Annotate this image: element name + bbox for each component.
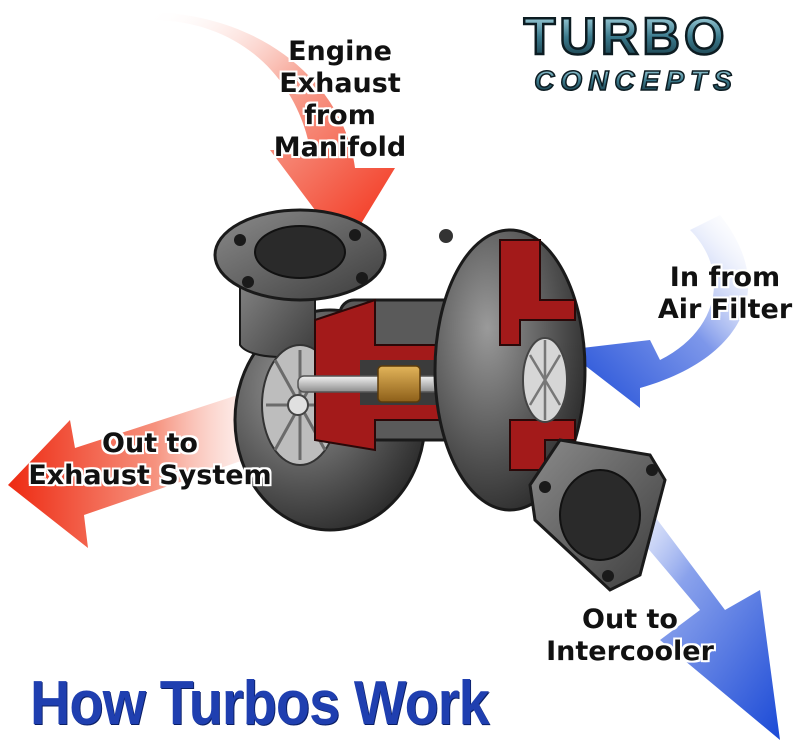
exhaust-inlet-arrow	[150, 12, 395, 250]
air-inlet-arrow	[565, 215, 749, 408]
label-intercooler: Out to Intercooler	[530, 604, 730, 668]
label-line: Out to	[582, 604, 678, 635]
logo-line1: TURBO	[524, 8, 729, 66]
label-line: In from	[669, 262, 781, 293]
label-exhaust-system: Out to Exhaust System	[20, 428, 280, 492]
label-line: Exhaust System	[28, 460, 272, 491]
label-line: from	[304, 100, 376, 131]
label-line: Intercooler	[546, 636, 714, 667]
label-line: Air Filter	[657, 294, 793, 325]
logo-line2: CONCEPTS	[534, 65, 738, 96]
label-air-filter: In from Air Filter	[640, 262, 800, 326]
label-line: Out to	[102, 428, 198, 459]
label-line: Exhaust	[279, 68, 401, 99]
compressor-housing	[433, 228, 667, 592]
intercooler-outlet-arrow	[590, 470, 780, 740]
page-title: How Turbos Work	[30, 669, 490, 738]
label-line: Manifold	[273, 132, 407, 163]
label-line: Engine	[288, 36, 392, 67]
exhaust-outlet-arrow	[8, 378, 302, 548]
label-engine-exhaust: Engine Exhaust from Manifold	[250, 36, 430, 164]
turbo-concepts-logo: TURBO CONCEPTS	[522, 7, 738, 97]
